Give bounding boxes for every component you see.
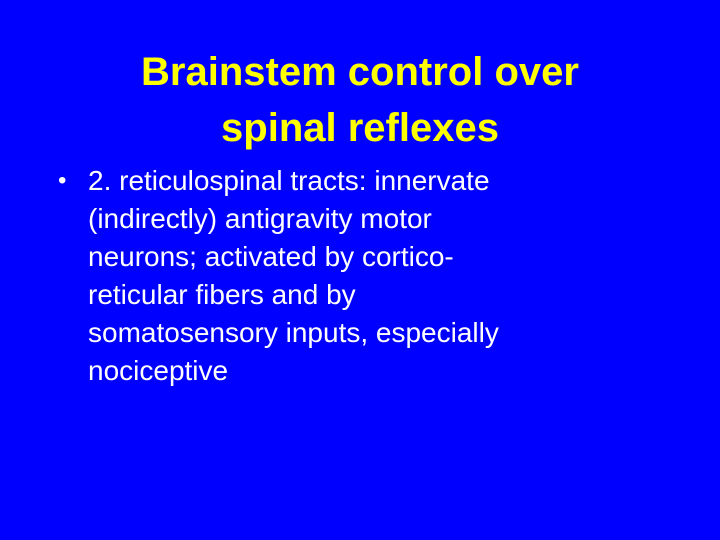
slide-title: Brainstem control over spinal reflexes <box>60 44 660 156</box>
slide-title-line-2: spinal reflexes <box>221 106 499 150</box>
bullet-text-line-3: neurons; activated by cortico- <box>88 241 454 272</box>
bullet-text-line-6: nociceptive <box>88 355 229 386</box>
bullet-text-line-2: (indirectly) antigravity motor <box>88 203 432 234</box>
bullet-list: • 2. reticulospinal tracts: innervate (i… <box>58 162 678 390</box>
bullet-text-line-4: reticular fibers and by <box>88 279 356 310</box>
bullet-icon: • <box>58 167 67 194</box>
slide-title-line-1: Brainstem control over <box>141 50 579 94</box>
bullet-text-line-5: somatosensory inputs, especially <box>88 317 499 348</box>
bullet-item: • 2. reticulospinal tracts: innervate (i… <box>58 162 678 390</box>
bullet-text-line-1: 2. reticulospinal tracts: innervate <box>88 165 490 196</box>
